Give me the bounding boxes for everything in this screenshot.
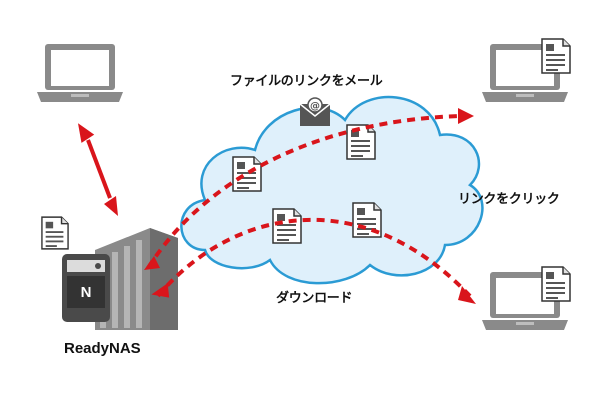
cloud-icon — [180, 95, 484, 285]
download-arrow — [156, 217, 472, 298]
sync-arrow — [78, 123, 118, 216]
brand-label: ReadyNAS — [64, 340, 141, 357]
document-icon-cloud-3 — [272, 208, 302, 244]
document-icon-nas — [41, 216, 69, 250]
document-icon-top-right — [541, 38, 571, 74]
document-icon-cloud-2 — [346, 124, 376, 160]
document-icon-bottom-right — [541, 266, 571, 302]
nas-device-icon: N — [62, 228, 178, 330]
nas-letter: N — [81, 284, 92, 301]
laptop-icon-top-left — [37, 44, 123, 102]
mail-icon: @ — [299, 97, 331, 126]
download-label: ダウンロード — [276, 291, 353, 306]
share-link-label: ファイルのリンクをメール — [230, 74, 383, 89]
svg-text:@: @ — [310, 101, 320, 112]
share-link-arrow — [146, 114, 461, 270]
click-link-label: リンクをクリック — [458, 192, 560, 207]
document-icon-cloud-1 — [232, 156, 262, 192]
